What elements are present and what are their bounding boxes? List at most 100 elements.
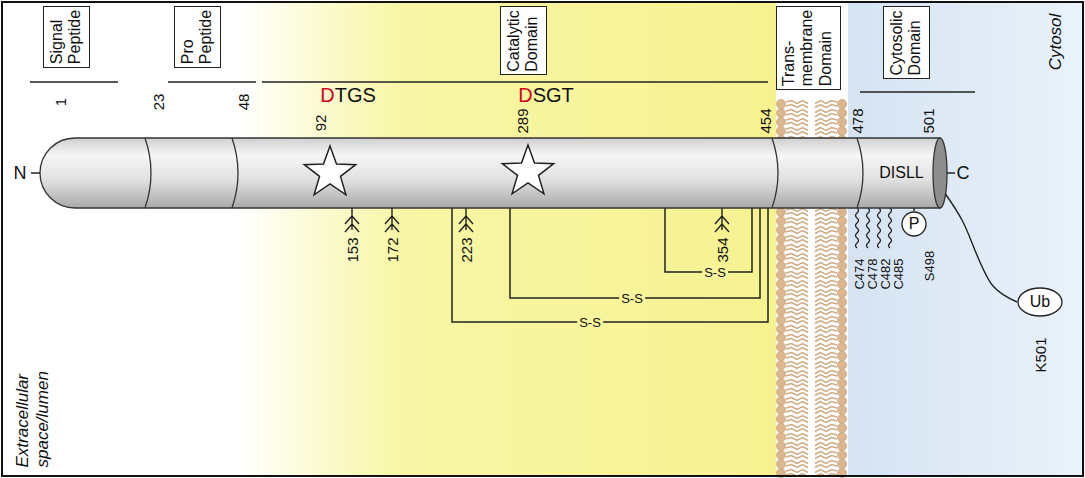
- lipid-head: [837, 99, 846, 108]
- lipid-head: [776, 108, 785, 117]
- lipid-tail: [786, 353, 808, 356]
- lipid-tail: [786, 317, 808, 320]
- lipid-tail: [786, 411, 808, 414]
- lipid-tail: [815, 398, 837, 401]
- lipid-tail: [815, 456, 837, 459]
- lipid-head: [837, 261, 846, 270]
- glycosylation-site: 223: [459, 237, 474, 262]
- lipid-tail: [815, 276, 837, 279]
- lipid-head: [776, 306, 785, 315]
- lipid-tail: [786, 402, 808, 405]
- lipid-tail: [786, 128, 808, 131]
- lipid-head: [776, 252, 785, 261]
- lipid-tail: [786, 470, 808, 473]
- segment-divider: [145, 138, 151, 208]
- lipid-tail: [815, 344, 837, 347]
- lipid-head: [776, 360, 785, 369]
- glycan-symbol: [459, 208, 473, 232]
- lipid-tail: [786, 123, 808, 126]
- lipid-head: [776, 387, 785, 396]
- lipid-head: [837, 315, 846, 324]
- disulfide-label: S-S: [577, 316, 603, 329]
- lipid-head: [776, 117, 785, 126]
- lipid-head: [837, 351, 846, 360]
- lipid-head: [776, 126, 785, 135]
- active-site-star: [502, 145, 553, 194]
- lipid-head: [837, 387, 846, 396]
- lipid-tail: [815, 362, 837, 365]
- lipid-tail: [815, 321, 837, 324]
- lipid-head: [776, 378, 785, 387]
- lipid-head: [776, 351, 785, 360]
- motif-label: DTGS: [320, 85, 376, 105]
- lipid-tail: [786, 438, 808, 441]
- residue-number: 478: [850, 108, 865, 133]
- lipid-tail: [786, 380, 808, 383]
- lipid-tail: [815, 420, 837, 423]
- glycosylation-site: 172: [385, 237, 400, 262]
- lipid-head: [776, 342, 785, 351]
- lipid-tail: [815, 384, 837, 387]
- lipid-tail: [786, 240, 808, 243]
- lipid-head: [837, 324, 846, 333]
- lipid-tail: [786, 398, 808, 401]
- lipid-head: [776, 99, 785, 108]
- lipid-tail: [786, 371, 808, 374]
- cysteine-label: C482: [879, 258, 892, 289]
- residue-number: 289: [515, 108, 530, 133]
- ubiquitin-oval: Ub: [1017, 287, 1063, 317]
- lipid-tail: [786, 263, 808, 266]
- lipid-tail: [786, 366, 808, 369]
- lipid-tail: [815, 470, 837, 473]
- lipid-head: [837, 450, 846, 459]
- cysteine-label: C474: [853, 258, 866, 289]
- lipid-tail: [786, 393, 808, 396]
- lipid-tail: [786, 281, 808, 284]
- lipid-tail: [786, 267, 808, 270]
- lipid-tail: [815, 353, 837, 356]
- lipid-tail: [786, 357, 808, 360]
- lipid-head: [837, 243, 846, 252]
- lipid-tail: [815, 128, 837, 131]
- node-text: P: [909, 215, 920, 233]
- lipid-tail: [786, 362, 808, 365]
- cysteine-label: C478: [866, 258, 879, 289]
- residue-number: 23: [151, 94, 166, 111]
- lipid-tail: [786, 254, 808, 257]
- lipid-head: [776, 279, 785, 288]
- lipid-tail: [786, 285, 808, 288]
- protein-segment: DISLL: [857, 138, 946, 208]
- disulfide-bond: [452, 208, 768, 322]
- segment-divider: [232, 138, 238, 208]
- lipid-tail: [815, 330, 837, 333]
- palmitoyl-chain: [856, 208, 859, 248]
- lipid-tail: [815, 348, 837, 351]
- lipid-tail: [815, 249, 837, 252]
- lipid-tail: [786, 222, 808, 225]
- lipid-head: [837, 207, 846, 216]
- lipid-tail: [786, 249, 808, 252]
- segment-divider: [772, 138, 778, 208]
- cytosol-ground: [848, 2, 1083, 476]
- lipid-head: [776, 288, 785, 297]
- lipid-head: [776, 297, 785, 306]
- lipid-tail: [815, 402, 837, 405]
- protein-cylinder: [40, 138, 940, 208]
- lipid-tail: [815, 240, 837, 243]
- catalytic-ground: [240, 2, 776, 476]
- lipid-tail: [815, 245, 837, 248]
- lipid-head: [837, 432, 846, 441]
- lipid-tail: [815, 267, 837, 270]
- lysine-label: K501: [1033, 337, 1048, 372]
- lipid-head: [837, 117, 846, 126]
- lipid-head: [776, 207, 785, 216]
- lipid-tail: [815, 236, 837, 239]
- lipid-tail: [815, 312, 837, 315]
- lipid-tail: [815, 380, 837, 383]
- palmitoyl-chain: [889, 208, 892, 248]
- lipid-tail: [815, 308, 837, 311]
- lipid-head: [776, 261, 785, 270]
- terminus-label: C: [957, 164, 970, 182]
- text-holder: P: [909, 215, 920, 233]
- cysteine-label: C485: [892, 258, 905, 289]
